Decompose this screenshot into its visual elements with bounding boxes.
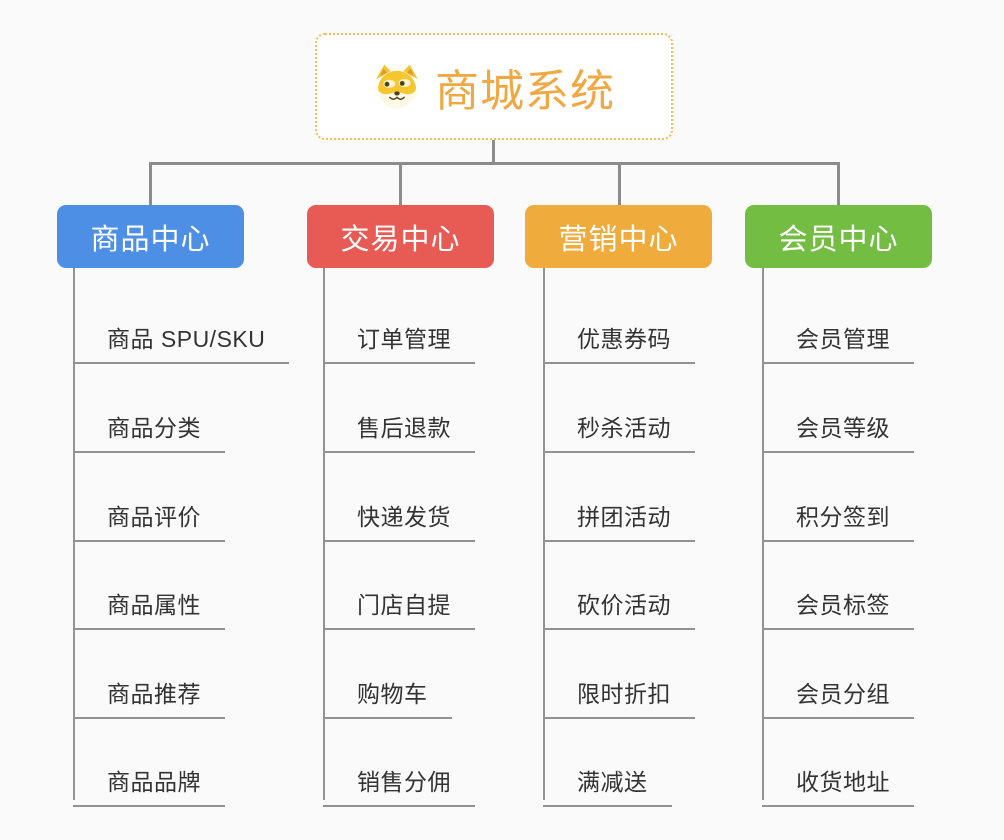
connector-trunk-members	[762, 268, 764, 800]
dog-face-icon	[376, 64, 418, 109]
branch-node-trade-center[interactable]: 交易中心	[307, 205, 494, 268]
connector-trunk-products	[73, 268, 75, 800]
connector-root-stub	[492, 140, 495, 164]
leaf-node[interactable]: 限时折扣	[543, 675, 695, 719]
leaf-node[interactable]: 收货地址	[762, 763, 914, 807]
leaf-node[interactable]: 商品 SPU/SKU	[73, 320, 290, 364]
leaf-node[interactable]: 会员分组	[762, 675, 914, 719]
connector-branch-stub	[837, 162, 840, 205]
leaf-node[interactable]: 门店自提	[323, 586, 475, 630]
branch-node-marketing-center[interactable]: 营销中心	[525, 205, 712, 268]
branch-node-product-center[interactable]: 商品中心	[57, 205, 244, 268]
leaf-node[interactable]: 满减送	[543, 763, 672, 807]
leaf-node[interactable]: 优惠券码	[543, 320, 695, 364]
branch-node-member-center[interactable]: 会员中心	[745, 205, 932, 268]
connector-branch-stub	[618, 162, 621, 205]
leaf-node[interactable]: 商品分类	[73, 409, 225, 453]
connector-horizontal	[149, 162, 840, 165]
leaf-node[interactable]: 快递发货	[323, 498, 475, 542]
leaf-node[interactable]: 商品评价	[73, 498, 225, 542]
connector-branch-stub	[149, 162, 152, 205]
leaf-node[interactable]: 商品属性	[73, 586, 225, 630]
leaf-node[interactable]: 销售分佣	[323, 763, 475, 807]
leaf-node[interactable]: 秒杀活动	[543, 409, 695, 453]
leaf-node[interactable]: 会员等级	[762, 409, 914, 453]
leaf-node[interactable]: 拼团活动	[543, 498, 695, 542]
leaf-node[interactable]: 购物车	[323, 675, 452, 719]
root-node-mall-system[interactable]: 商城系统	[315, 33, 673, 140]
leaf-node[interactable]: 商品品牌	[73, 763, 225, 807]
connector-trunk-trade	[323, 268, 325, 800]
leaf-node[interactable]: 会员标签	[762, 586, 914, 630]
leaf-node[interactable]: 售后退款	[323, 409, 475, 453]
connector-trunk-marketing	[543, 268, 545, 800]
leaf-node[interactable]: 订单管理	[323, 320, 475, 364]
leaf-node[interactable]: 商品推荐	[73, 675, 225, 719]
leaf-node[interactable]: 砍价活动	[543, 586, 695, 630]
leaf-node[interactable]: 会员管理	[762, 320, 914, 364]
leaf-node[interactable]: 积分签到	[762, 498, 914, 542]
root-title: 商城系统	[435, 66, 615, 116]
connector-branch-stub	[399, 162, 402, 205]
